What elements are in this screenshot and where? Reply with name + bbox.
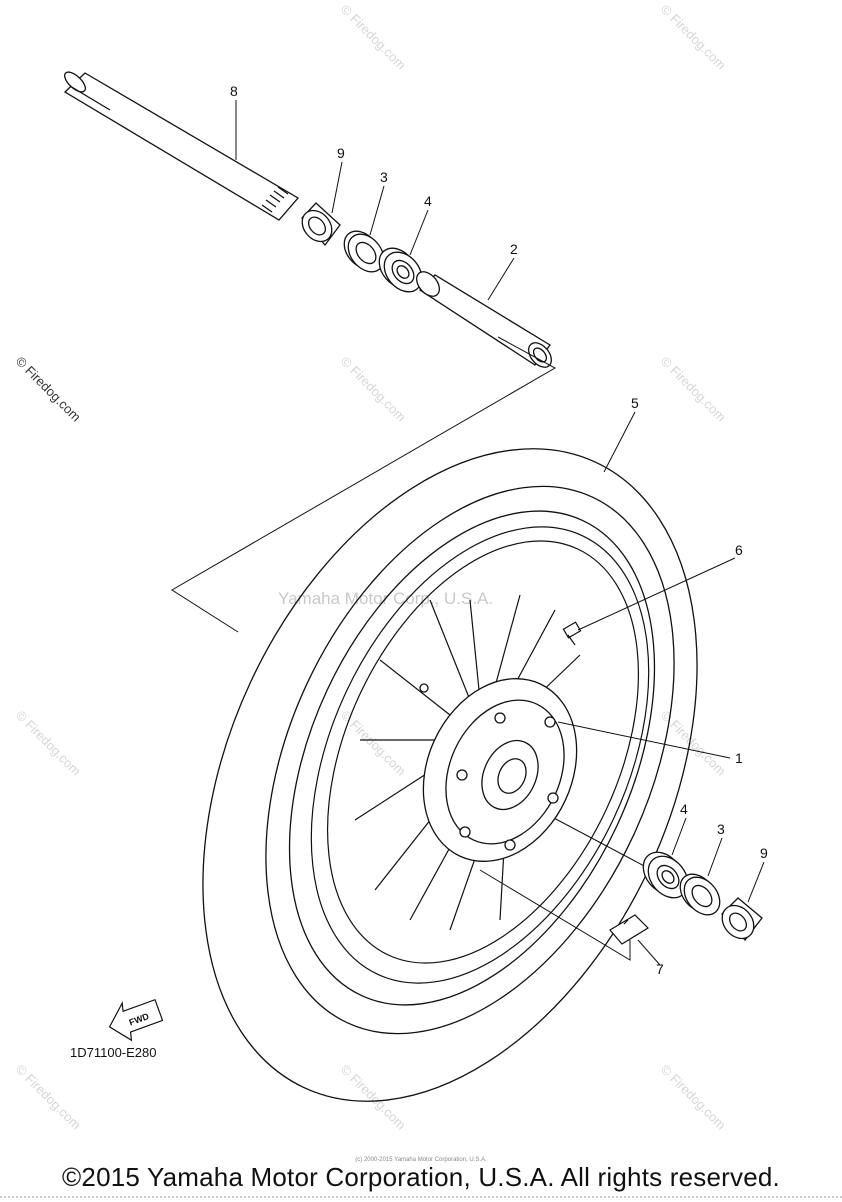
collar-part-9-upper xyxy=(301,202,341,247)
valve-part-6 xyxy=(562,621,582,646)
callout-8: 8 xyxy=(230,83,238,99)
watermark-1: © Firedog.com xyxy=(338,2,409,73)
watermark-10: © Firedog.com xyxy=(338,1062,409,1133)
watermark-9: © Firedog.com xyxy=(13,1062,84,1133)
callout-3-lower: 3 xyxy=(717,821,725,837)
callout-4-upper: 4 xyxy=(424,193,432,209)
fwd-arrow-icon: FWD xyxy=(108,998,164,1042)
callout-7: 7 xyxy=(656,961,664,977)
callout-3-upper: 3 xyxy=(380,169,388,185)
watermark-6: © Firedog.com xyxy=(13,708,84,779)
assembly-lines xyxy=(171,336,681,961)
oil-seal-part-3-lower xyxy=(679,873,721,916)
hub xyxy=(419,678,578,862)
callout-5: 5 xyxy=(631,395,639,411)
watermark-4: © Firedog.com xyxy=(338,354,409,425)
watermark-7: © Firedog.com xyxy=(338,708,409,779)
copyright-notice: ©2015 Yamaha Motor Corporation, U.S.A. A… xyxy=(62,1162,780,1192)
balance-weight-part-7 xyxy=(609,914,649,945)
callout-2: 2 xyxy=(510,241,518,257)
watermark-3: © Firedog.com xyxy=(13,354,84,425)
axle-part-8 xyxy=(63,71,300,221)
watermark-11: © Firedog.com xyxy=(658,1062,729,1133)
watermark-5: © Firedog.com xyxy=(658,354,729,425)
callout-1: 1 xyxy=(735,750,743,766)
callout-6: 6 xyxy=(735,542,743,558)
bearing-part-4-upper xyxy=(378,247,423,293)
bearing-part-4-lower xyxy=(642,851,689,899)
watermark-2: © Firedog.com xyxy=(658,2,729,73)
callout-4-lower: 4 xyxy=(680,801,688,817)
callouts: 8 9 3 4 2 5 6 1 4 3 9 7 xyxy=(230,83,768,977)
oil-seal-part-3-upper xyxy=(343,230,385,273)
bottom-rule xyxy=(0,1196,842,1202)
part-code: 1D71100-E280 xyxy=(70,1045,157,1060)
callout-9-upper: 9 xyxy=(337,145,345,161)
callout-9-lower: 9 xyxy=(760,845,768,861)
watermarks: © Firedog.com © Firedog.com © Firedog.co… xyxy=(13,2,729,1133)
leader-lines xyxy=(235,100,765,966)
collar-part-9-lower xyxy=(721,897,763,942)
spacer-part-2 xyxy=(416,271,552,368)
small-copyright: (c) 2000-2015 Yamaha Motor Corporation, … xyxy=(355,1157,487,1163)
